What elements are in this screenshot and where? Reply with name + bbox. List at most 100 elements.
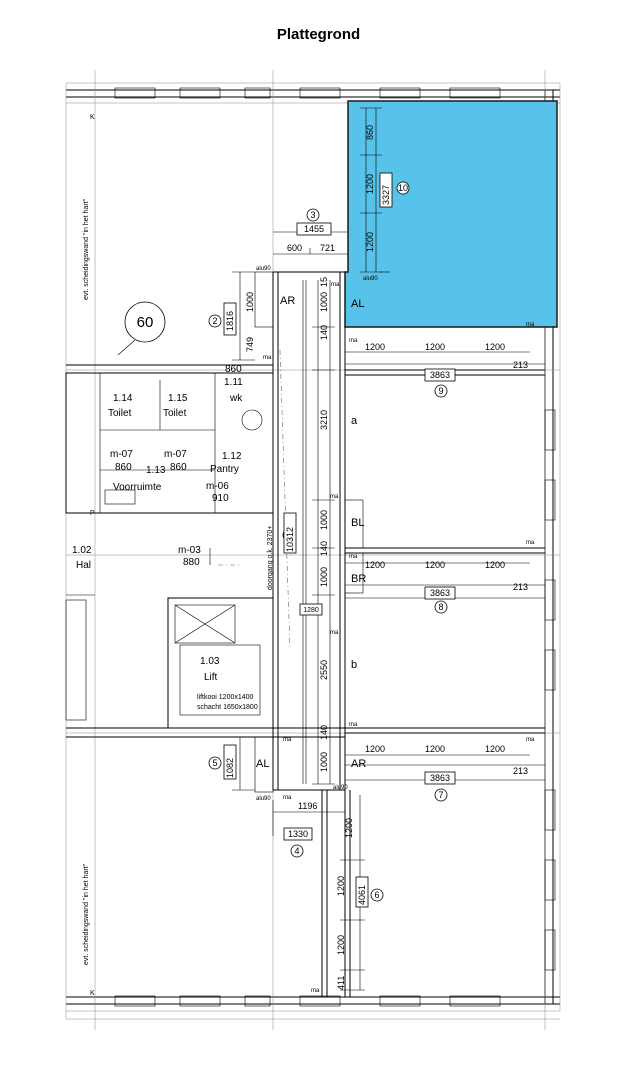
dim-1196: 1196 [298, 801, 317, 811]
row1-dim-2: 1200 [425, 342, 445, 352]
dim-1200-d: 1200 [336, 876, 346, 896]
doorgang-note: doorgang o.k. 2370+ [267, 526, 274, 590]
ma-tag: ma [283, 737, 292, 743]
ma-tag: ma [283, 795, 292, 801]
svg-text:3: 3 [310, 210, 315, 220]
svg-text:4: 4 [294, 846, 299, 856]
m-07a-label: m-07 [110, 449, 133, 460]
row1-dim-3: 1200 [485, 342, 505, 352]
row2-dim-1: 1200 [365, 560, 385, 570]
ma-tag: ma [330, 494, 339, 500]
m-06-label: m-06 [206, 481, 229, 492]
dim-3327: 3327 [381, 185, 391, 205]
row1-dim-213: 213 [513, 360, 528, 370]
ma-tag: ma [330, 630, 339, 636]
dim-411: 411 [336, 976, 346, 990]
wall-note-top: evt. scheidingswand "in het hart" [83, 198, 90, 300]
room-1-12-number: 1.12 [222, 451, 242, 462]
dim-600: 600 [287, 243, 302, 253]
row1-dim-1: 1200 [365, 342, 385, 352]
dim-1000-c: 1000 [319, 510, 329, 530]
room-1-02-name: Hal [76, 560, 91, 571]
m-07a-value: 860 [115, 462, 132, 473]
dim-1200-b: 1200 [365, 232, 375, 252]
k-marker-bottom: K [90, 990, 95, 997]
ma-tag: ma [526, 322, 535, 328]
m-07b-value: 860 [170, 462, 187, 473]
ma-tag: ma [331, 282, 340, 288]
alu-right: alu90 [333, 785, 348, 791]
alu-top: alu90 [256, 266, 271, 272]
k-marker-top: K [90, 114, 95, 121]
dim-1000-a: 1000 [245, 292, 255, 312]
highlighted-room[interactable] [344, 100, 558, 328]
page-title: Plattegrond [276, 26, 361, 43]
room-1-11-dim: 860 [225, 364, 242, 375]
dim-140-c: 140 [319, 725, 329, 740]
svg-text:2: 2 [212, 316, 217, 326]
dim-1200-c: 1200 [344, 818, 354, 838]
m-03-label: m-03 [178, 545, 201, 556]
label-ar-bottom: AR [351, 758, 366, 770]
row2-dim-213: 213 [513, 582, 528, 592]
left-core [65, 372, 274, 729]
corridor-structure [254, 271, 545, 997]
dim-3863-b: 3863 [430, 588, 450, 598]
room-1-15-number: 1.15 [168, 393, 188, 404]
svg-text:6: 6 [374, 890, 379, 900]
dim-1000-b: 1000 [319, 292, 329, 312]
ma-tag: ma [526, 737, 535, 743]
room-1-03-name: Lift [204, 672, 218, 683]
m-06-value: 910 [212, 493, 229, 504]
dim-140-b: 140 [319, 541, 329, 556]
dim-15: 15 [319, 277, 329, 287]
room-1-14-number: 1.14 [113, 393, 133, 404]
m-07b-label: m-07 [164, 449, 187, 460]
dim-1816: 1816 [225, 311, 235, 331]
dim-749: 749 [245, 337, 255, 352]
label-al-bottom: AL [256, 758, 269, 770]
dim-1280: 1280 [303, 607, 319, 614]
ma-tag: ma [349, 554, 358, 560]
circle-marker-2: 2 [208, 314, 222, 328]
circle-marker-5: 5 [208, 756, 222, 770]
circle-marker-8: 8 [434, 600, 448, 614]
circle-marker-3: 3 [306, 208, 320, 222]
lift-note-2: schacht 1650x1800 [197, 704, 258, 711]
room-1-15-name: Toilet [163, 408, 187, 419]
room-60-label: 60 [137, 314, 154, 331]
row3-dim-213: 213 [513, 766, 528, 776]
room-1-13-number: 1.13 [146, 465, 166, 476]
dim-1200-e: 1200 [336, 935, 346, 955]
row3-dim-3: 1200 [485, 744, 505, 754]
circle-marker-4: 4 [290, 844, 304, 858]
ma-tag: ma [311, 988, 320, 994]
circle-marker-6: 6 [370, 888, 384, 902]
lift-note-1: liftkooi 1200x1400 [197, 694, 254, 701]
dim-1455: 1455 [304, 224, 324, 234]
dim-1000-e: 1000 [319, 752, 329, 772]
label-br: BR [351, 573, 366, 585]
row2-dim-3: 1200 [485, 560, 505, 570]
circle-marker-10: 10 [396, 181, 410, 195]
dim-1000-d: 1000 [319, 567, 329, 587]
alu-bottom: alu90 [256, 796, 271, 802]
alu-highlight: alu90 [363, 276, 378, 282]
dim-3210: 3210 [319, 410, 329, 430]
label-ar-top: AR [280, 295, 295, 307]
m-03-value: 880 [183, 557, 200, 568]
label-bl: BL [351, 517, 364, 529]
ma-tag: ma [263, 355, 272, 361]
svg-text:8: 8 [438, 602, 443, 612]
svg-text:10: 10 [398, 183, 408, 193]
wall-note-bottom: evt. scheidingswand "in het hart" [83, 863, 90, 965]
room-1-02-number: 1.02 [72, 545, 92, 556]
svg-text:5: 5 [212, 758, 217, 768]
dim-1200-a: 1200 [365, 174, 375, 194]
dim-3863-a: 3863 [430, 370, 450, 380]
dim-1330: 1330 [288, 829, 308, 839]
zone-a-label: a [351, 415, 358, 427]
room-1-12-name: Pantry [210, 464, 239, 475]
room-1-11-number: 1.11 [224, 377, 243, 388]
